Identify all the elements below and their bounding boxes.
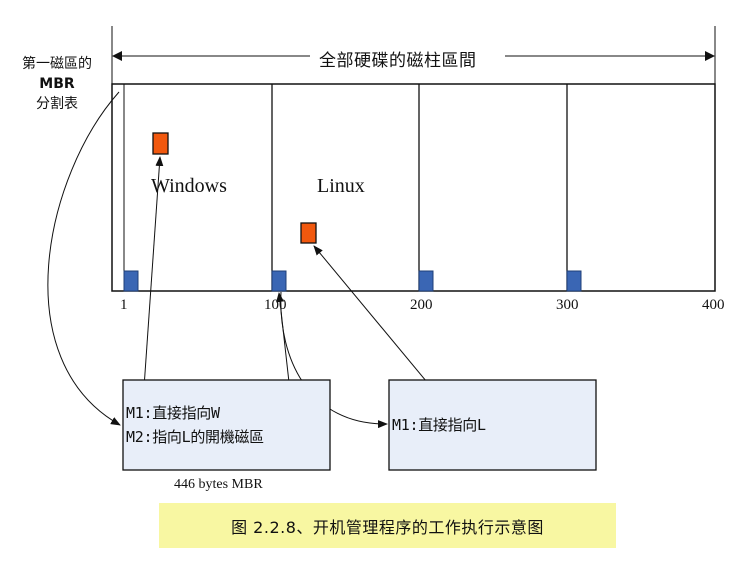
- mbr-note-line3: 分割表: [36, 96, 78, 112]
- tick-label-400: 400: [702, 297, 725, 313]
- disk-span-title: 全部硬碟的磁柱區間: [316, 46, 480, 71]
- arrow-loader-to-linux: [313, 245, 447, 406]
- mbr-partition-table-note: 第一磁區的 MBR 分割表: [8, 54, 106, 114]
- linux-boot-sector-box: [388, 379, 597, 471]
- mbr-size-caption: 446 bytes MBR: [174, 477, 263, 492]
- disk-box: [111, 83, 716, 292]
- arrow-m1-to-windows: [142, 156, 164, 403]
- tick-label-300: 300: [556, 297, 579, 313]
- mbr-box: [122, 379, 331, 471]
- tick-label-1: 1: [120, 297, 128, 313]
- linux-partition-label: Linux: [317, 175, 365, 197]
- boot-sector-marker-1: [123, 270, 139, 292]
- tick-label-200: 200: [410, 297, 433, 313]
- mbr-note-line2: MBR: [39, 76, 75, 92]
- figure-caption-text: 图 2.2.8、开机管理程序的工作执行示意图: [231, 517, 544, 537]
- mbr-box-line1: M1:直接指向W: [126, 404, 220, 422]
- figure-caption: 图 2.2.8、开机管理程序的工作执行示意图: [159, 503, 616, 548]
- mbr-partition-table-arrow: [47, 91, 121, 426]
- boot-sector-marker-100: [271, 270, 287, 292]
- mbr-box-line2: M2:指向L的開機磁區: [126, 428, 264, 446]
- boot-sector-marker-200: [418, 270, 434, 292]
- boot-sector-marker-300: [566, 270, 582, 292]
- disk-span-dimension: [111, 26, 716, 84]
- mbr-note-line1: 第一磁區的: [22, 56, 92, 72]
- tick-label-100: 100: [264, 297, 287, 313]
- windows-partition-label: Windows: [151, 175, 227, 197]
- windows-kernel-marker: [152, 132, 169, 155]
- linux-box-line1: M1:直接指向L: [392, 416, 486, 434]
- linux-kernel-marker: [300, 222, 317, 244]
